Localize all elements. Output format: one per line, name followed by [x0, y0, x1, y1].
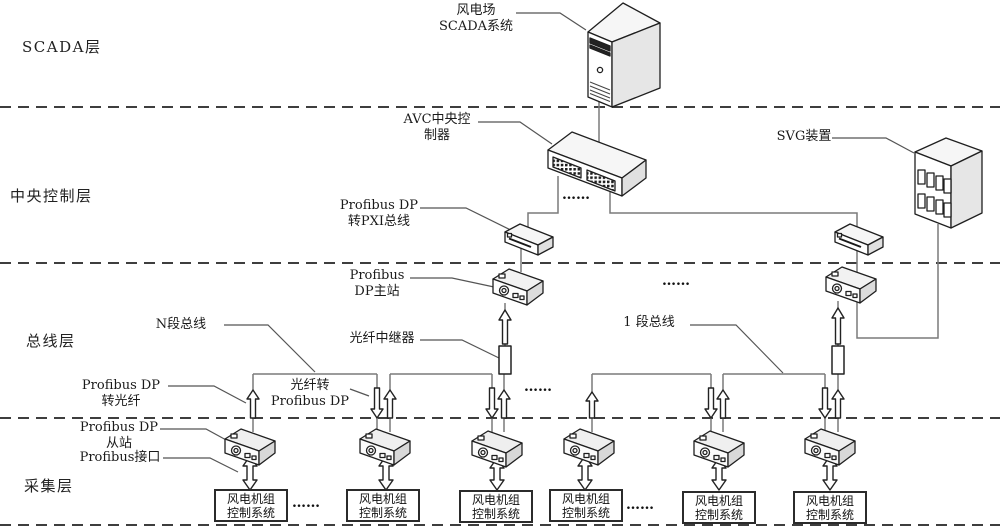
up-arrow-icon	[498, 309, 512, 345]
label-dp-to-pxi: Profibus DP 转PXI总线	[332, 198, 426, 231]
label-fiber-to-dp: 光纤转 Profibus DP	[264, 378, 356, 411]
dp-master-icon	[825, 266, 877, 304]
label-line: 制器	[423, 128, 450, 144]
label-line: Profibus DP	[270, 394, 350, 410]
label-line: Profibus DP	[81, 378, 161, 393]
ellipsis-mark: ……	[524, 379, 552, 395]
double-arrow-icon	[822, 455, 838, 491]
turbine-box-line1: 风电机组	[226, 492, 275, 506]
scada-server-icon	[587, 2, 661, 108]
turbine-control-box: 风电机组 控制系统	[682, 491, 756, 524]
layer-divider-lines	[0, 106, 1000, 526]
dp-slave-icon	[563, 428, 615, 466]
fiber-repeater-icon	[831, 345, 845, 375]
up-arrow-icon	[246, 389, 260, 419]
label-line: Profibus DP	[339, 198, 419, 213]
leader-lines	[160, 12, 915, 473]
label-fiber-repeater: 光纤中继器	[349, 331, 415, 346]
turbine-box-line1: 风电机组	[561, 492, 610, 506]
layer-label-bus: 总线层	[26, 332, 76, 350]
turbine-control-box: 风电机组 控制系统	[793, 491, 867, 524]
label-profibus-interface: Profibus接口	[79, 450, 161, 465]
ellipsis-mark: ……	[626, 497, 654, 513]
label-dp-master: Profibus DP主站	[344, 268, 410, 301]
label-line: DP主站	[354, 284, 400, 300]
turbine-control-box: 风电机组 控制系统	[459, 490, 533, 523]
down-arrow-icon	[704, 387, 718, 419]
dp-pxi-converter-icon	[834, 223, 884, 256]
label-line: 从站	[105, 436, 132, 452]
ellipsis-mark: ……	[662, 273, 690, 289]
layer-label-acquire: 采集层	[24, 477, 74, 495]
label-n-segment-bus: N段总线	[155, 317, 207, 332]
fiber-converter-arrows	[242, 307, 845, 491]
label-line: SCADA系统	[438, 19, 514, 35]
up-arrow-icon	[497, 389, 511, 419]
layer-label-central: 中央控制层	[10, 187, 93, 205]
turbine-control-box: 风电机组 控制系统	[214, 489, 288, 522]
up-arrow-icon	[383, 389, 397, 419]
label-line: AVC中央控	[403, 112, 471, 127]
turbine-box-line2: 控制系统	[805, 508, 854, 523]
dp-slave-icon	[224, 428, 276, 466]
down-arrow-icon	[818, 387, 832, 419]
up-arrow-icon	[831, 389, 845, 419]
fiber-repeater-icon	[498, 345, 512, 375]
avc-switch-icon	[547, 131, 647, 197]
label-line: 风电场	[456, 3, 496, 18]
ellipsis-mark: ……	[562, 187, 590, 203]
label-line: Profibus	[349, 268, 405, 283]
turbine-box-line2: 控制系统	[561, 506, 610, 521]
up-arrow-icon	[716, 389, 730, 419]
label-segment1-bus: 1 段总线	[623, 315, 675, 330]
turbine-box-line1: 风电机组	[471, 493, 520, 507]
svg-cabinet-icon	[914, 137, 983, 229]
label-line: 转光纤	[101, 394, 141, 410]
dp-pxi-converter-icon	[504, 223, 554, 256]
label-dp-slave: Profibus DP 从站	[76, 420, 162, 453]
label-svg-device: SVG装置	[776, 129, 832, 144]
dp-slave-icon	[693, 430, 745, 468]
label-line: Profibus DP	[79, 420, 159, 435]
ellipsis-mark: ……	[292, 495, 320, 511]
label-wind-farm-scada: 风电场 SCADA系统	[436, 3, 516, 36]
label-line: 转PXI总线	[347, 214, 411, 230]
turbine-box-line1: 风电机组	[358, 492, 407, 506]
up-arrow-icon	[585, 391, 599, 419]
turbine-box-line2: 控制系统	[226, 506, 275, 521]
turbine-box-line1: 风电机组	[694, 494, 743, 508]
double-arrow-icon	[711, 457, 727, 491]
dp-master-icon	[492, 268, 544, 306]
dp-slave-icon	[804, 428, 856, 466]
turbine-control-box: 风电机组 控制系统	[549, 489, 623, 522]
dp-slave-icon	[471, 430, 523, 468]
dp-slave-icon	[359, 428, 411, 466]
down-arrow-icon	[370, 387, 384, 419]
up-arrow-icon	[831, 307, 845, 345]
turbine-box-line2: 控制系统	[471, 507, 520, 522]
turbine-box-line2: 控制系统	[358, 506, 407, 521]
turbine-box-line2: 控制系统	[694, 508, 743, 523]
turbine-box-line1: 风电机组	[805, 494, 854, 508]
layer-label-scada: SCADA层	[22, 38, 102, 56]
label-dp-to-fiber: Profibus DP 转光纤	[78, 378, 164, 411]
turbine-control-box: 风电机组 控制系统	[346, 489, 420, 522]
label-avc-controller: AVC中央控 制器	[394, 112, 480, 145]
label-line: 光纤转	[290, 378, 330, 393]
down-arrow-icon	[485, 387, 499, 419]
